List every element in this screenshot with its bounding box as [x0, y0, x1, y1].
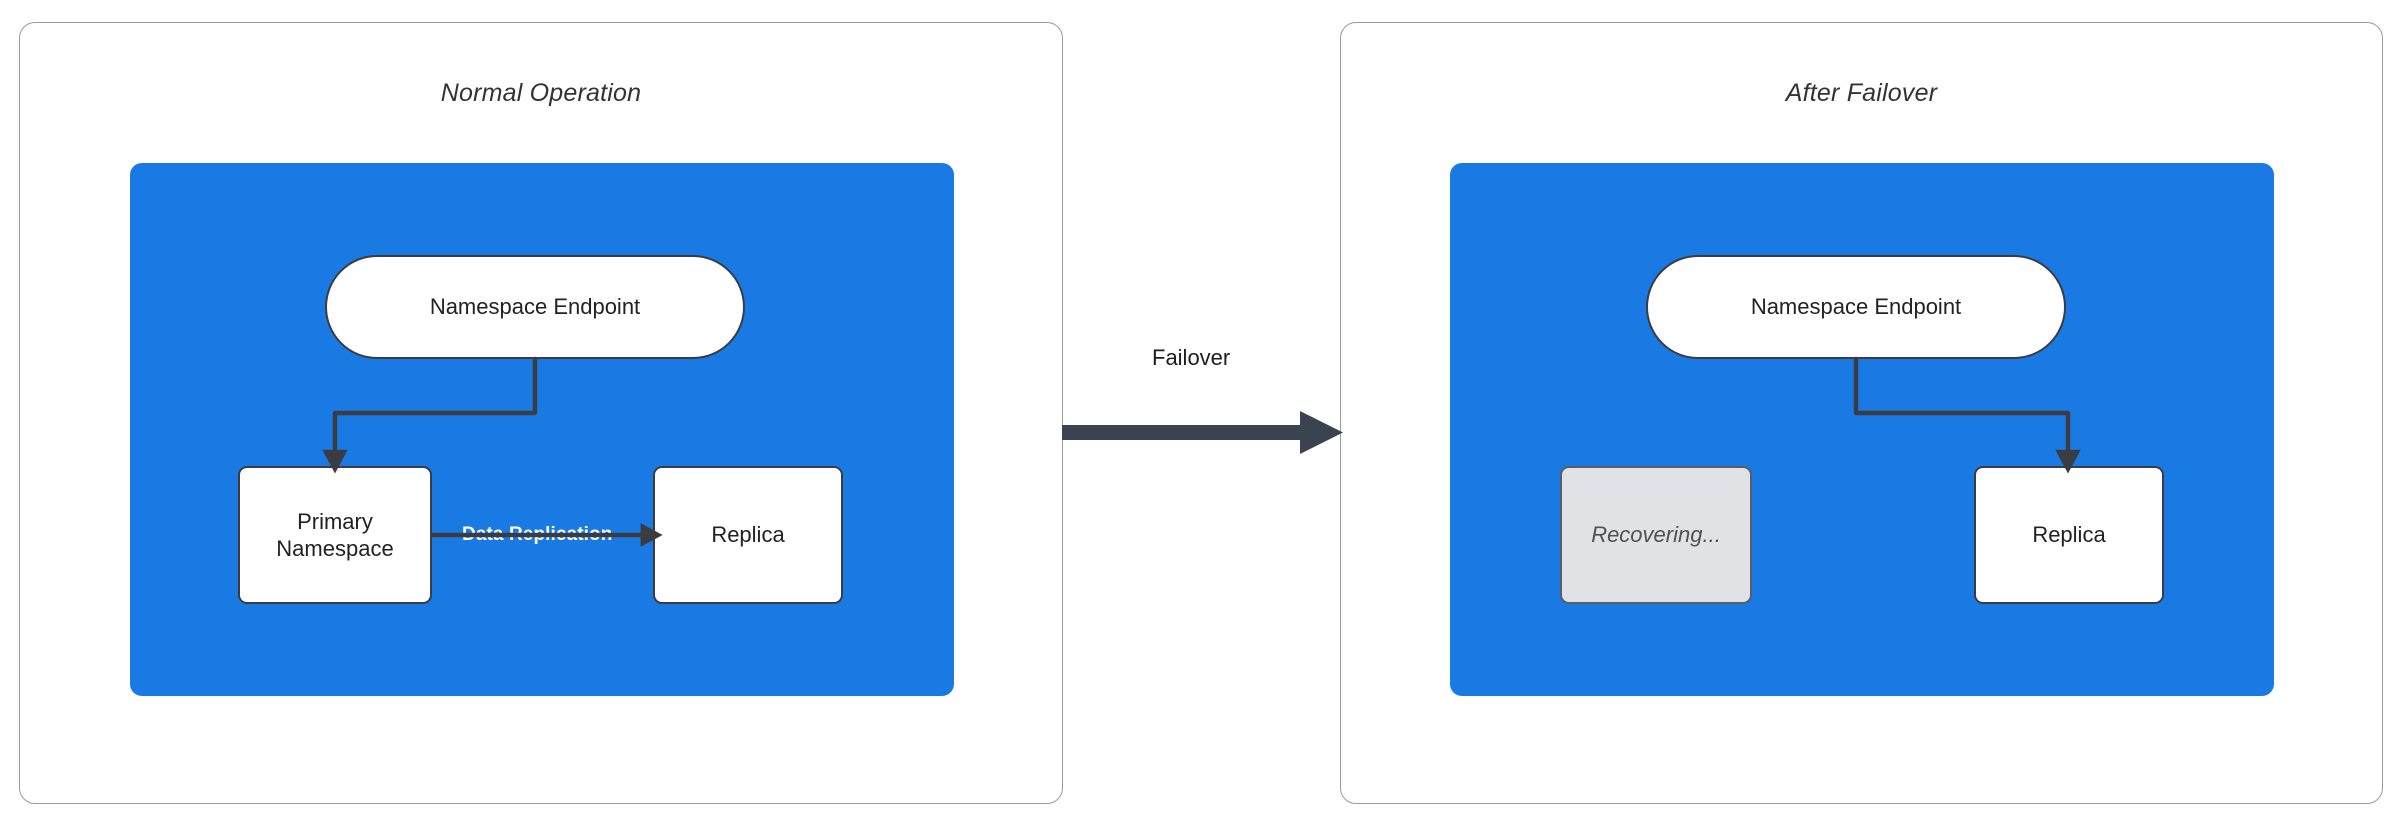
panel-after-failover-title: After Failover [1785, 79, 1938, 107]
node-replica-normal[interactable]: Replica [653, 466, 843, 604]
node-recovering[interactable]: Recovering... [1560, 466, 1752, 604]
node-replica-failover[interactable]: Replica [1974, 466, 2164, 604]
node-label: Replica [711, 522, 785, 548]
node-namespace-endpoint-normal[interactable]: Namespace Endpoint [325, 255, 745, 359]
node-label: Namespace Endpoint [1750, 294, 1962, 320]
node-namespace-endpoint-failover[interactable]: Namespace Endpoint [1646, 255, 2066, 359]
group-container-normal [130, 163, 954, 696]
transition-label-failover: Failover [1152, 345, 1231, 370]
node-label: Primary Namespace [276, 508, 393, 563]
node-label-line-2: Namespace [276, 536, 394, 561]
node-label: Namespace Endpoint [429, 294, 641, 320]
edge-label-data-replication: Data Replication [462, 524, 613, 545]
panel-normal-operation-title: Normal Operation [440, 79, 642, 107]
node-primary-namespace[interactable]: Primary Namespace [238, 466, 432, 604]
failover-transition-arrow [1062, 411, 1343, 454]
node-label: Replica [2032, 522, 2106, 548]
group-container-failover [1450, 163, 2274, 696]
node-label: Recovering... [1591, 522, 1721, 548]
node-label-line-1: Primary [297, 508, 373, 534]
